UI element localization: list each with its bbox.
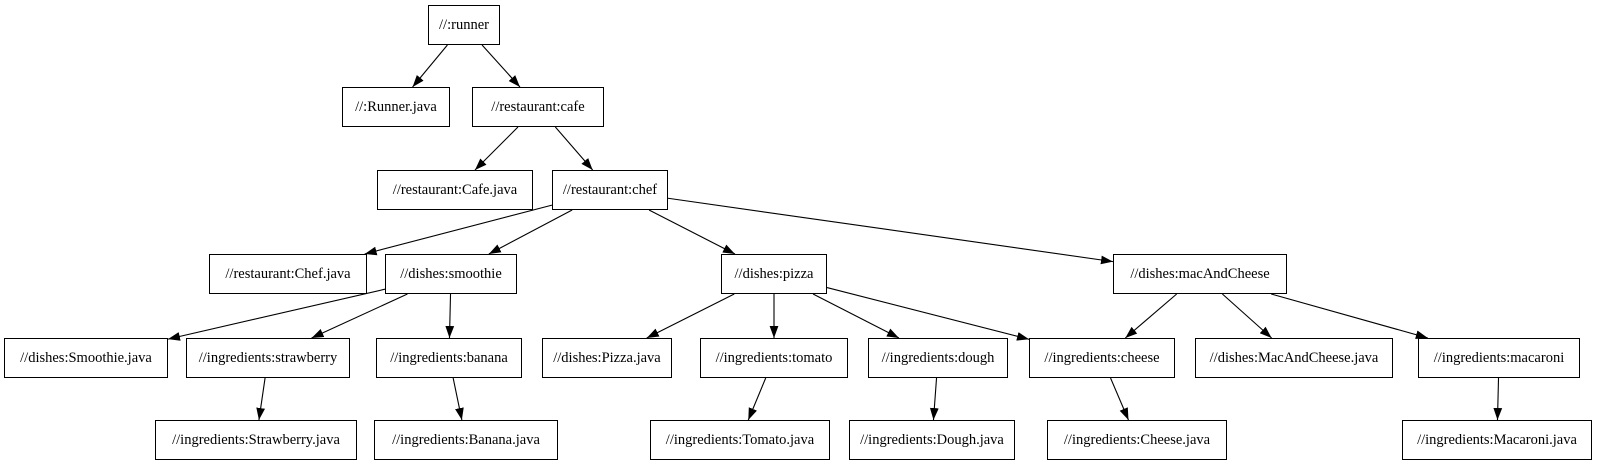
graph-node-macaroni-java: //ingredients:Macaroni.java [1402,420,1592,460]
edge-macaroni-to-macaroni-java [1493,377,1503,421]
edge-smoothie-to-strawberry [311,293,408,339]
graph-node-strawberry: //ingredients:strawberry [186,338,350,378]
graph-node-cheese-java: //ingredients:Cheese.java [1047,420,1227,460]
graph-node-banana-java: //ingredients:Banana.java [374,420,558,460]
graph-node-cheese: //ingredients:cheese [1029,338,1175,378]
graph-node-chef: //restaurant:chef [552,170,668,210]
edge-chef-to-chef-java [364,204,553,256]
edge-mac-and-cheese-to-mac-and-cheese-java [1222,293,1272,339]
edge-pizza-to-cheese [826,287,1030,341]
edge-pizza-to-dough [812,293,900,339]
edge-strawberry-to-strawberry-java [256,377,266,421]
graph-node-macaroni: //ingredients:macaroni [1418,338,1580,378]
edge-chef-to-pizza [648,209,736,255]
graph-node-pizza-java: //dishes:Pizza.java [542,338,672,378]
edge-tomato-to-tomato-java [747,377,767,421]
edge-banana-to-banana-java [452,377,464,421]
graph-node-dough-java: //ingredients:Dough.java [849,420,1015,460]
graph-node-tomato: //ingredients:tomato [700,338,848,378]
edge-pizza-to-pizza-java [646,293,735,339]
edge-cafe-to-chef [554,126,594,171]
graph-node-pizza: //dishes:pizza [721,254,827,294]
edge-chef-to-smoothie [488,209,573,255]
graph-node-strawberry-java: //ingredients:Strawberry.java [155,420,357,460]
edge-chef-to-mac-and-cheese [667,197,1114,265]
graph-node-smoothie: //dishes:smoothie [385,254,517,294]
graph-node-cafe: //restaurant:cafe [472,87,604,127]
graph-node-mac-and-cheese: //dishes:macAndCheese [1113,254,1287,294]
graph-node-runner: //:runner [428,5,500,45]
graph-node-dough: //ingredients:dough [868,338,1008,378]
graph-node-mac-and-cheese-java: //dishes:MacAndCheese.java [1195,338,1393,378]
edge-smoothie-to-smoothie-java [167,288,386,341]
graph-node-cafe-java: //restaurant:Cafe.java [377,170,533,210]
edge-smoothie-to-banana [445,293,455,339]
graph-node-runner-java: //:Runner.java [342,87,450,127]
graph-node-chef-java: //restaurant:Chef.java [209,254,367,294]
graph-node-smoothie-java: //dishes:Smoothie.java [4,338,168,378]
edge-cafe-to-cafe-java [474,126,519,171]
edge-cheese-to-cheese-java [1110,377,1129,421]
edge-runner-to-cafe [481,44,521,88]
graph-node-tomato-java: //ingredients:Tomato.java [650,420,830,460]
edge-runner-to-runner-java [412,44,448,88]
graph-node-banana: //ingredients:banana [376,338,522,378]
edge-mac-and-cheese-to-macaroni [1271,293,1428,339]
edge-dough-to-dough-java [929,377,939,421]
edge-mac-and-cheese-to-cheese [1124,293,1178,339]
